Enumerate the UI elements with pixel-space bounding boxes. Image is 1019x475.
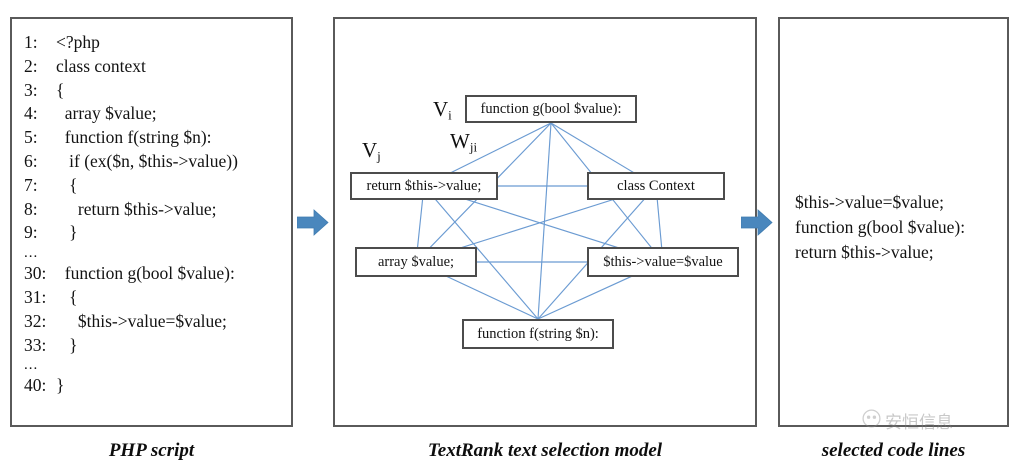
label-wji: Wji [450, 129, 478, 155]
selected-code-line: $this->value=$value; [795, 192, 945, 212]
php-code-line: 1: <?php [24, 31, 283, 55]
label-vi: Vi [433, 97, 452, 123]
graph-node-class-context[interactable]: class Context [587, 172, 725, 200]
php-line-text: array $value; [56, 103, 157, 124]
php-line-number: 32: [24, 310, 47, 331]
php-line-text: function f(string $n): [56, 127, 212, 148]
php-line-text: class context [56, 55, 146, 76]
caption-php-script: PHP script [108, 440, 195, 461]
php-line-number: 33: [24, 334, 47, 355]
caption-selected-code-lines: selected code lines [821, 440, 966, 461]
graph-node-array-value[interactable]: array $value; [355, 247, 477, 277]
php-line-text: if (ex($n, $this->value)) [56, 150, 238, 171]
php-code-line: ... [24, 357, 39, 374]
arrow-php-to-graph [296, 208, 329, 243]
graph-node-function-f[interactable]: function f(string $n): [462, 319, 614, 349]
php-line-text: { [56, 79, 65, 100]
php-line-number: 40: [24, 375, 47, 396]
graph-edge [423, 185, 539, 320]
php-code-line: ... [24, 245, 39, 262]
php-line-number: 9: [24, 222, 38, 243]
php-code-listing: 1: <?php 2: class context 3: {4: array $value… [24, 31, 283, 398]
php-line-text: return $this->value; [56, 198, 217, 219]
php-code-line: 32: $this->value=$value; [24, 310, 283, 334]
php-code-line: 4: array $value; [24, 102, 283, 126]
selected-code-line: function g(bool $value): [795, 217, 966, 237]
php-code-line: 2: class context [24, 55, 283, 79]
php-line-number: 3: [24, 79, 38, 100]
php-line-number: 7: [24, 174, 38, 195]
selected-code-line: return $this->value; [795, 242, 934, 262]
caption-textrank-model: TextRank text selection model [427, 440, 663, 461]
selected-lines-panel: $this->value=$value; function g(bool $val… [778, 17, 1009, 427]
php-line-number: 8: [24, 198, 38, 219]
graph-edges [415, 122, 664, 320]
php-code-line: 8: return $this->value; [24, 198, 283, 222]
php-line-text: { [56, 286, 78, 307]
php-line-text: $this->value=$value; [56, 310, 227, 331]
selected-code-listing: $this->value=$value; function g(bool $val… [795, 190, 999, 265]
php-line-text: } [56, 375, 65, 396]
php-code-line: 7: { [24, 174, 283, 198]
php-code-line: 31: { [24, 286, 283, 310]
arrow-graph-to-selected [740, 208, 773, 243]
php-line-number: 31: [24, 286, 47, 307]
php-code-line: 5: function f(string $n): [24, 126, 283, 150]
graph-node-return-this-value[interactable]: return $this->value; [350, 172, 498, 200]
php-line-text: { [56, 174, 78, 195]
php-line-text: } [56, 222, 78, 243]
textrank-graph-panel: Vi Vj Wji function g(bool $value): retur… [333, 17, 757, 427]
php-line-number: 1: [24, 32, 38, 52]
php-line-number: 2: [24, 55, 38, 76]
php-code-line: 3: { [24, 79, 283, 103]
php-code-line: 33: } [24, 334, 283, 358]
php-line-number: 4: [24, 103, 38, 124]
php-code-line: 40:} [24, 374, 283, 398]
php-script-panel: 1: <?php 2: class context 3: {4: array $value… [10, 17, 293, 427]
php-line-text: function g(bool $value): [56, 263, 235, 284]
php-code-line: 30: function g(bool $value): [24, 262, 283, 286]
graph-node-this-value-assign[interactable]: $this->value=$value [587, 247, 739, 277]
php-line-text: } [56, 334, 78, 355]
php-line-text: <?php [56, 32, 100, 52]
php-code-line: 6: if (ex($n, $this->value)) [24, 150, 283, 174]
php-code-line: 9: } [24, 221, 283, 245]
graph-node-function-g[interactable]: function g(bool $value): [465, 95, 637, 123]
php-line-number: 30: [24, 263, 47, 284]
label-vj: Vj [362, 138, 381, 164]
php-line-number: 6: [24, 150, 38, 171]
php-line-number: 5: [24, 127, 38, 148]
